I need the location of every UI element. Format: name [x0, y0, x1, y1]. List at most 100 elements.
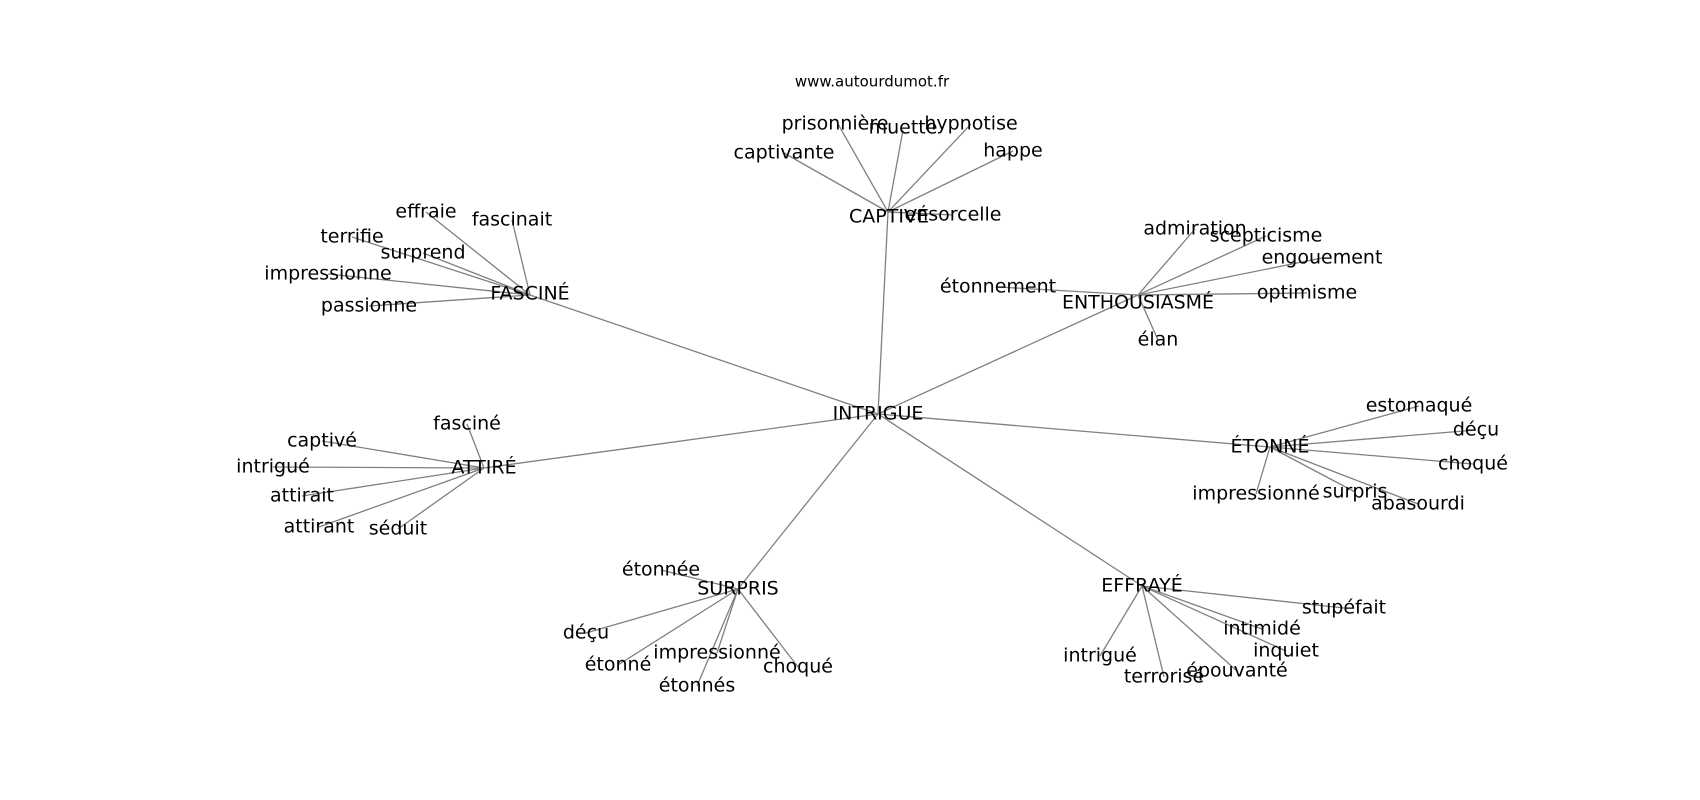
word-node[interactable]: terrifie [320, 226, 383, 248]
word-node[interactable]: hypnotise [924, 113, 1017, 135]
word-node[interactable]: captivante [734, 142, 835, 164]
word-node[interactable]: stupéfait [1302, 597, 1386, 619]
word-node[interactable]: impressionné [653, 642, 780, 664]
word-node[interactable]: intrigué [236, 456, 310, 478]
edge-word-5-5 [737, 588, 799, 668]
word-node[interactable]: attirait [270, 485, 334, 507]
word-node[interactable]: estomaqué [1366, 395, 1473, 417]
edge-word-0-4 [887, 150, 1014, 213]
word-node[interactable]: inquiet [1253, 640, 1319, 662]
edge-word-1-3 [422, 252, 531, 296]
hub-node[interactable]: SURPRIS [697, 578, 779, 600]
center-node[interactable]: INTRIGUE [833, 403, 924, 425]
word-node[interactable]: captivé [287, 430, 357, 452]
edge-word-3-5 [397, 467, 485, 530]
word-node[interactable]: fascinait [472, 209, 552, 231]
edge-word-2-0 [1137, 228, 1196, 296]
word-node[interactable]: séduit [369, 518, 427, 540]
word-node[interactable]: optimisme [1257, 282, 1357, 304]
edge-word-1-1 [511, 219, 531, 296]
word-node[interactable]: impressionne [264, 263, 391, 285]
edge-word-6-2 [1141, 585, 1287, 652]
word-node[interactable]: déçu [1453, 419, 1499, 441]
word-node[interactable]: ensorcelle [904, 204, 1001, 226]
word-node[interactable]: déçu [563, 622, 609, 644]
word-node[interactable]: happe [983, 140, 1043, 162]
word-node[interactable]: épouvanté [1186, 660, 1288, 682]
word-node[interactable]: étonné [585, 654, 652, 676]
edge-word-1-2 [351, 236, 531, 296]
graph-edges [272, 123, 1477, 687]
edge-word-6-0 [1141, 585, 1345, 609]
word-node[interactable]: choqué [763, 656, 833, 678]
edge-word-3-4 [318, 467, 485, 528]
edge-word-0-3 [783, 152, 889, 213]
word-node[interactable]: muette [869, 117, 938, 139]
word-node[interactable]: passionne [321, 295, 417, 317]
edge-word-2-1 [1137, 235, 1267, 296]
word-node[interactable]: terrorisé [1124, 666, 1204, 688]
edge-word-6-1 [1141, 585, 1263, 630]
edge-word-2-3 [997, 286, 1139, 296]
edge-center-1 [529, 294, 879, 415]
edge-word-3-2 [272, 466, 485, 469]
edge-word-2-2 [1137, 257, 1323, 296]
word-node[interactable]: admiration [1143, 218, 1246, 240]
edge-center-2 [877, 294, 1139, 415]
word-node[interactable]: étonnée [622, 559, 700, 581]
word-node[interactable]: surpris [1323, 481, 1388, 503]
edge-word-5-2 [617, 588, 739, 666]
word-node[interactable]: étonnés [659, 675, 735, 697]
edge-word-5-0 [660, 569, 739, 590]
edge-word-4-5 [1269, 446, 1419, 505]
word-node[interactable]: effraie [395, 201, 456, 223]
edge-word-5-1 [585, 588, 739, 634]
word-node[interactable]: choqué [1438, 453, 1508, 475]
edge-word-2-5 [1137, 294, 1159, 341]
edge-center-4 [877, 413, 1271, 448]
edge-word-4-0 [1269, 405, 1420, 448]
word-node[interactable]: abasourdi [1371, 493, 1465, 515]
edge-word-6-3 [1099, 585, 1143, 657]
word-node[interactable]: étonnement [940, 276, 1056, 298]
edge-center-5 [737, 413, 879, 590]
edge-word-5-3 [716, 588, 739, 654]
edge-word-1-5 [368, 294, 531, 307]
word-node[interactable]: intimidé [1223, 618, 1301, 640]
source-url: www.autourdumot.fr [795, 73, 950, 91]
edge-word-0-0 [837, 123, 889, 213]
edge-center-0 [877, 211, 889, 415]
word-node[interactable]: prisonnière [782, 113, 889, 135]
word-node[interactable]: intrigué [1063, 645, 1137, 667]
edge-word-6-4 [1141, 585, 1165, 678]
edge-word-3-1 [321, 440, 485, 469]
word-node[interactable]: attirant [284, 516, 355, 538]
edge-word-4-1 [1269, 429, 1477, 448]
word-node[interactable]: impressionné [1192, 483, 1319, 505]
hub-node[interactable]: FASCINÉ [490, 282, 569, 305]
edge-word-4-3 [1255, 446, 1271, 495]
hub-node[interactable]: CAPTIVÉ [849, 205, 929, 228]
hub-node[interactable]: ENTHOUSIASMÉ [1062, 291, 1214, 314]
word-node[interactable]: fasciné [433, 413, 501, 435]
edge-word-3-3 [301, 467, 485, 497]
hub-node[interactable]: EFFRAYÉ [1101, 574, 1182, 597]
word-node[interactable]: élan [1138, 329, 1179, 351]
edge-word-1-4 [327, 273, 531, 296]
edge-word-4-2 [1269, 446, 1474, 465]
edge-center-3 [483, 413, 879, 469]
edge-word-2-4 [1137, 292, 1308, 296]
hub-node[interactable]: ÉTONNÉ [1231, 435, 1310, 458]
edge-word-0-5 [887, 211, 954, 216]
edge-word-1-0 [425, 211, 531, 296]
edge-word-5-4 [696, 588, 739, 687]
word-node[interactable]: scepticisme [1210, 225, 1323, 247]
hub-node[interactable]: ATTIRÉ [451, 456, 516, 479]
edge-word-4-4 [1269, 446, 1356, 493]
word-node[interactable]: engouement [1262, 247, 1383, 269]
edge-center-6 [877, 413, 1143, 587]
edge-word-0-1 [887, 129, 904, 213]
word-node[interactable]: surprend [381, 242, 466, 264]
